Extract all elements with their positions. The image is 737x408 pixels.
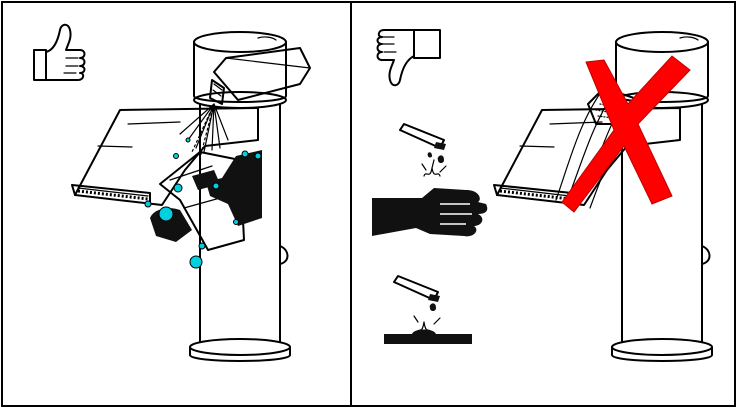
thumbs-up-icon bbox=[33, 23, 86, 81]
corroded-surface-icon bbox=[384, 329, 472, 344]
glove-hand-icon bbox=[372, 188, 488, 237]
chemical-tube-icon bbox=[399, 123, 447, 177]
water-drops bbox=[144, 137, 262, 269]
panel-bad bbox=[372, 29, 713, 362]
red-cross-icon bbox=[561, 55, 691, 213]
faucet-icon bbox=[71, 31, 291, 362]
cloth-icon bbox=[159, 151, 245, 251]
panel-good bbox=[33, 23, 311, 362]
cleaning-tube-icon bbox=[179, 47, 311, 159]
thumbs-down-icon bbox=[376, 29, 441, 87]
